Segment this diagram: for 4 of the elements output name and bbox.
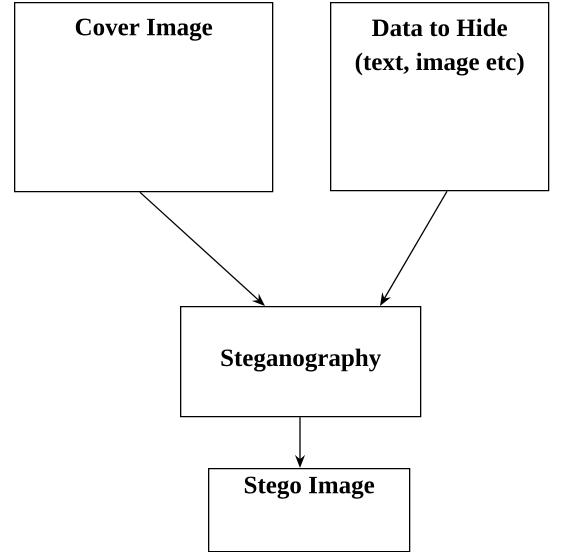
process-box: Data to Hide (text, image etc) <box>330 2 550 192</box>
process-box: Stego Image <box>208 468 410 552</box>
process-box: Steganography <box>180 306 422 418</box>
process-box: Cover Image <box>14 2 274 192</box>
